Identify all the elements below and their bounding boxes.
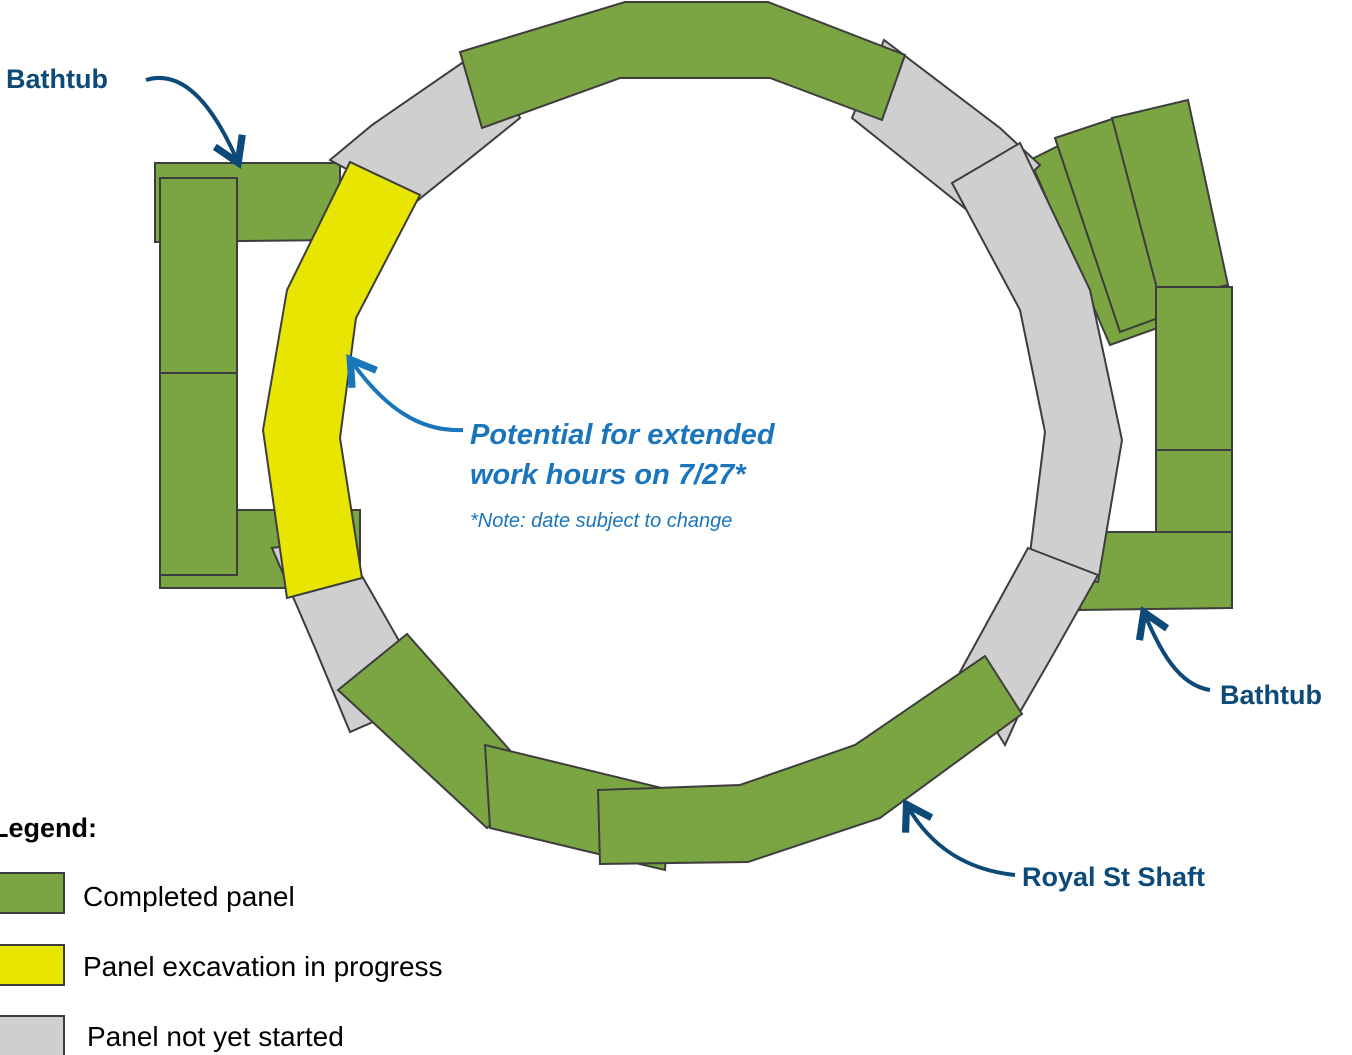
ring-completed-panels bbox=[336, 1, 1024, 872]
label-bathtub-left: Bathtub bbox=[6, 64, 108, 94]
left-bathtub-lower-vertical-panel bbox=[159, 372, 238, 576]
legend-title: Legend: bbox=[0, 813, 97, 843]
legend: Legend: Completed panel Panel excavation… bbox=[0, 813, 443, 1055]
legend-swatch-not-started bbox=[0, 1015, 65, 1055]
right-bathtub-tilted-panel-3 bbox=[1110, 98, 1230, 302]
left-bathtub-upper-vertical-panel bbox=[159, 177, 238, 374]
annotation-arrows bbox=[145, 76, 1211, 877]
panel-completed-bottom bbox=[596, 654, 1024, 866]
arrow-bathtub-left bbox=[145, 76, 237, 160]
panel-completed-top bbox=[458, 1, 907, 130]
arrow-extended-hours bbox=[352, 362, 464, 433]
panel-not-started-right bbox=[950, 141, 1124, 584]
label-bathtub-right: Bathtub bbox=[1220, 680, 1322, 710]
legend-label-not-started: Panel not yet started bbox=[87, 1021, 344, 1052]
legend-swatch-in-progress bbox=[0, 944, 65, 986]
arrow-royal-st-shaft bbox=[908, 807, 1016, 877]
note-extended-hours-line1: Potential for extended bbox=[470, 419, 776, 451]
arrow-bathtub-right bbox=[1145, 615, 1211, 692]
note-extended-hours-line2: work hours on 7/27* bbox=[470, 459, 747, 491]
right-bathtub-upper-vertical-panel bbox=[1155, 286, 1233, 451]
right-bathtub-lower-vertical-panel bbox=[1155, 449, 1233, 533]
legend-label-completed: Completed panel bbox=[83, 881, 295, 912]
label-royal-st-shaft: Royal St Shaft bbox=[1022, 862, 1205, 892]
legend-swatch-completed bbox=[0, 872, 65, 914]
note-footnote: *Note: date subject to change bbox=[470, 510, 732, 532]
panel-excavation-in-progress bbox=[261, 160, 422, 600]
legend-label-in-progress: Panel excavation in progress bbox=[83, 951, 443, 982]
